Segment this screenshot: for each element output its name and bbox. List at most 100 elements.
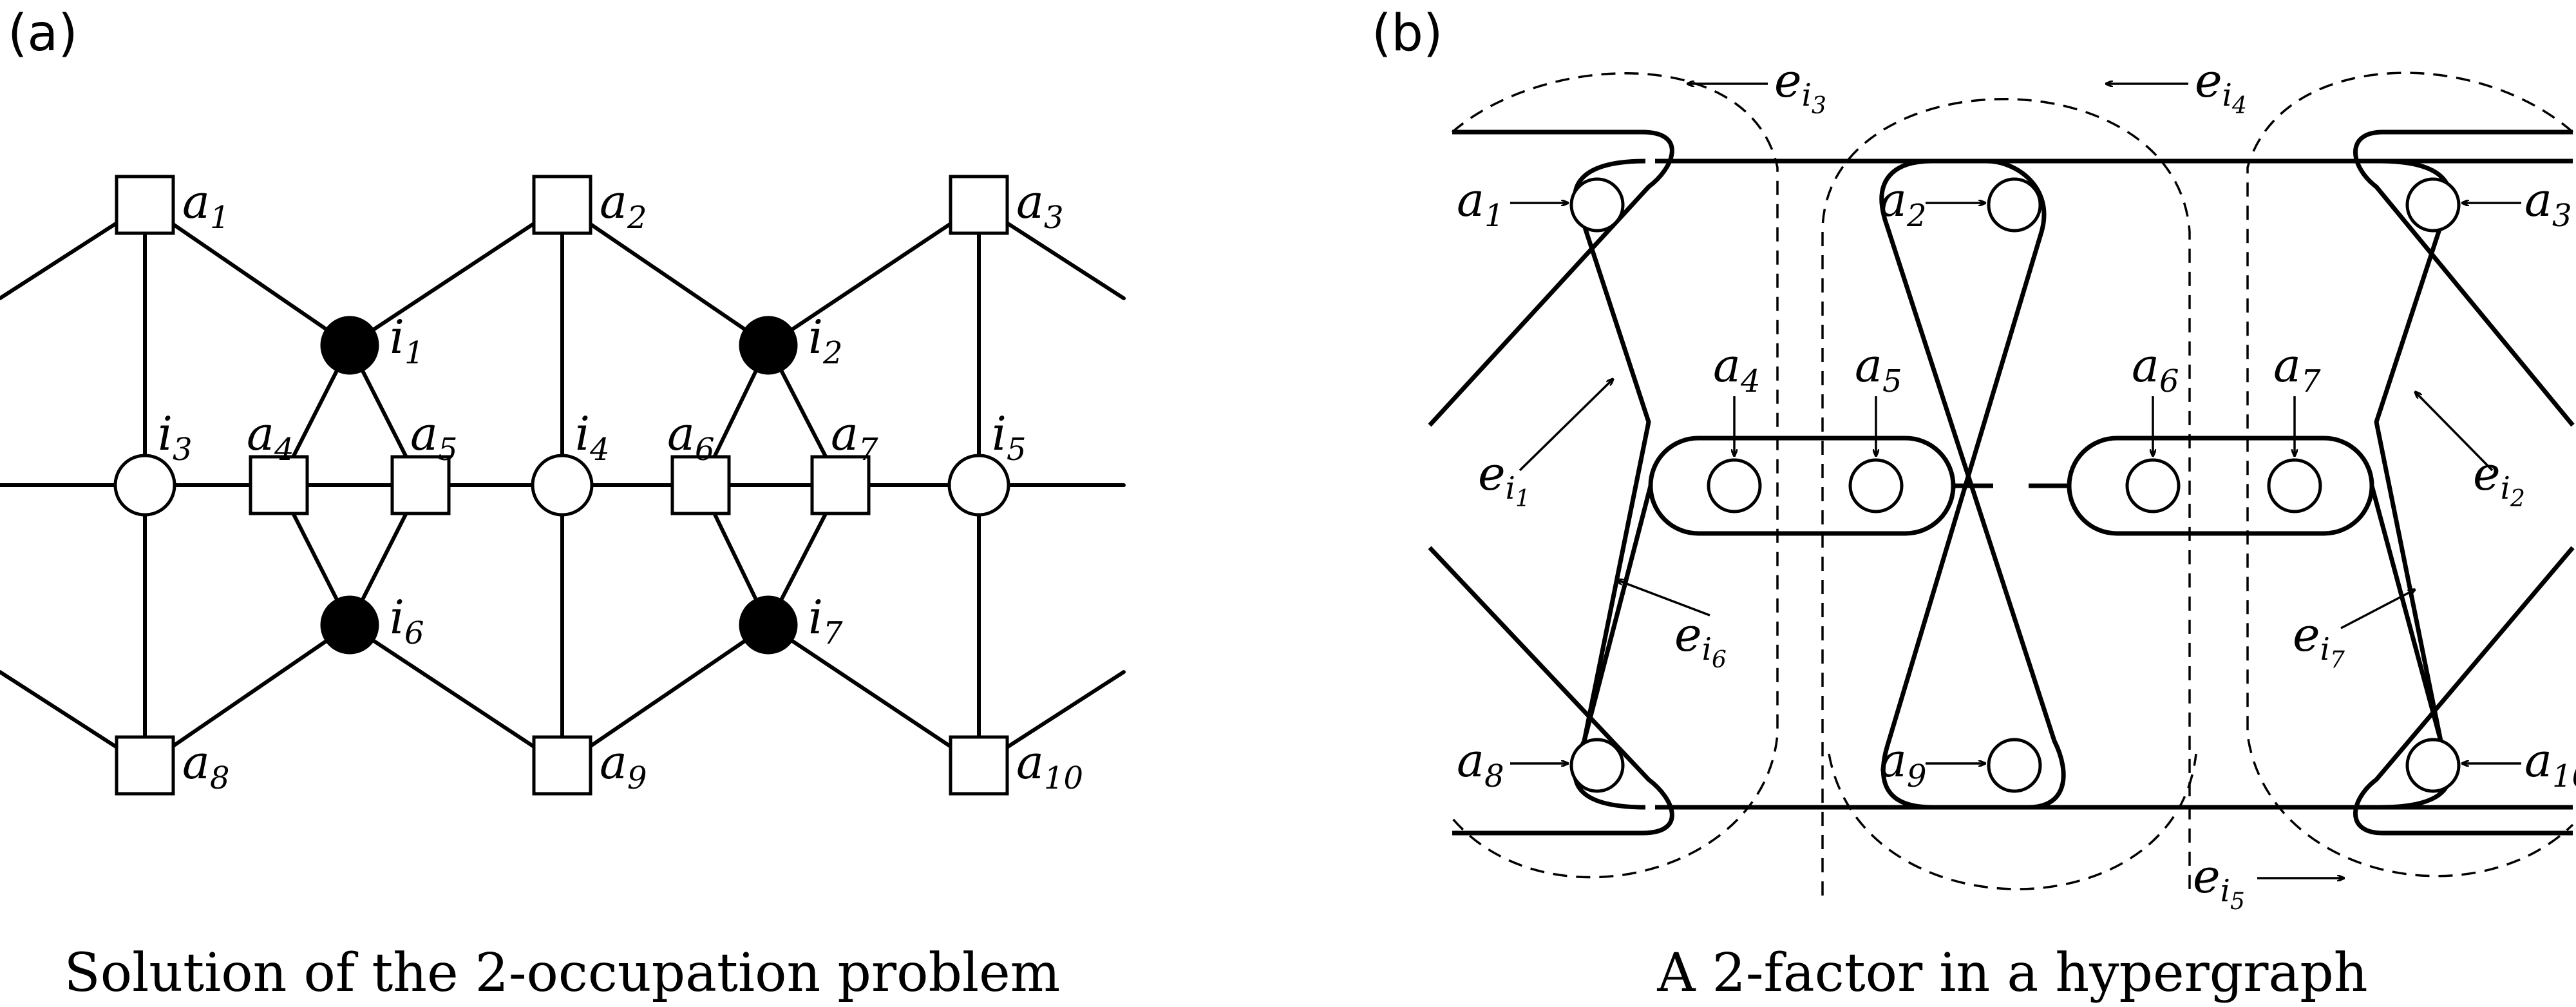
hyperedge-dashed — [1821, 98, 2191, 896]
vertex-circle — [2405, 738, 2461, 793]
left-caption: Solution of the 2-occupation problem — [64, 943, 1061, 1004]
arrow — [2415, 392, 2494, 472]
vertex-label: a1 — [1457, 173, 1504, 234]
node-label: i7 — [808, 590, 843, 651]
vertex-labels: a1 a2 a3 a4 a5 a6 a7 a8 a9 a10 — [1457, 173, 2576, 794]
square-node — [249, 455, 309, 515]
square-node — [532, 175, 592, 235]
node-label: a10 — [1016, 735, 1083, 796]
vertex-circle — [2125, 458, 2181, 513]
square-node — [115, 735, 175, 796]
hyperedge-line — [1582, 485, 1653, 742]
vertex-label: a7 — [2273, 338, 2321, 399]
open-node — [531, 454, 594, 517]
filled-node — [320, 316, 379, 375]
hyperedge-label: ei6 — [1674, 608, 1727, 673]
hyperedge-label: ei1 — [1478, 446, 1530, 512]
square-node — [532, 735, 592, 796]
vertex-label: a8 — [1457, 733, 1504, 794]
vertex-circle — [1987, 738, 2042, 793]
open-node — [947, 454, 1010, 517]
vertex-arrows — [1510, 84, 2521, 878]
square-node — [115, 175, 175, 235]
vertex-circles — [1569, 177, 2461, 793]
open-nodes — [113, 454, 1010, 517]
square-node-labels: a1 a2 a3 a4 a5 a6 a7 a8 a9 a10 — [182, 175, 1083, 796]
vertex-circle — [1569, 177, 1625, 233]
solid-curves — [1428, 129, 2575, 836]
square-node — [390, 455, 451, 515]
square-node — [810, 455, 871, 515]
filled-node — [739, 595, 798, 655]
panel-a-label: (a) — [8, 5, 78, 62]
hyperedge-loop — [2374, 158, 2452, 810]
hyperedge-line — [2353, 129, 2575, 427]
capsule — [1648, 436, 1956, 536]
filled-nodes — [320, 316, 798, 655]
hyperedge-line — [2353, 546, 2575, 836]
filled-node-labels: i1 i2 i6 i7 — [390, 310, 843, 651]
node-label: i3 — [158, 407, 193, 468]
node-label: a2 — [600, 175, 647, 236]
node-label: a8 — [182, 735, 229, 796]
graph-edge — [766, 623, 981, 767]
hyperedge-label: ei2 — [2473, 446, 2525, 512]
node-label: i6 — [390, 590, 424, 651]
node-label: a9 — [600, 735, 647, 796]
square-node — [949, 175, 1009, 235]
vertex-circle — [1569, 738, 1625, 793]
graph-edge — [766, 203, 981, 347]
square-node — [670, 455, 731, 515]
node-label: i2 — [808, 310, 843, 371]
hyperedge-loop — [1879, 158, 2066, 810]
hyperedge-line — [1428, 129, 1674, 427]
hypergraph: a1 a2 a3 a4 a5 a6 a7 a8 a9 a10 ei3 ei4 e… — [1428, 53, 2576, 1004]
capsule — [2067, 436, 2374, 536]
graph-edge — [348, 203, 564, 347]
vertex-label: a4 — [1713, 338, 1760, 399]
vertex-label: a3 — [2524, 173, 2571, 234]
node-label: a4 — [247, 407, 294, 468]
graph-edge — [348, 623, 564, 767]
node-label: i1 — [390, 310, 424, 371]
panel-b-label: (b) — [1372, 5, 1443, 62]
right-caption: A 2-factor in a hypergraph — [1656, 943, 2367, 1004]
graph-edge — [560, 203, 770, 347]
node-label: i4 — [575, 407, 610, 468]
graph-edge — [143, 203, 352, 347]
occupation-graph: a1 a2 a3 a4 a5 a6 a7 a8 a9 a10 i1 i2 i6 … — [0, 175, 1126, 1004]
vertex-label: a9 — [1879, 733, 1926, 794]
dashed-hyperedges — [1451, 72, 2574, 896]
vertex-label: a10 — [2524, 733, 2576, 794]
vertex-circle — [2267, 458, 2322, 513]
vertex-circle — [1987, 177, 2042, 233]
filled-node — [739, 316, 798, 375]
graph-edge — [560, 623, 770, 767]
hyperedge-line — [1428, 546, 1674, 836]
vertex-label: a6 — [2132, 338, 2179, 399]
node-label: a6 — [667, 407, 714, 468]
hyperedge-labels: ei3 ei4 ei1 ei2 ei6 ei7 ei5 — [1478, 53, 2525, 915]
node-label: a5 — [410, 407, 457, 468]
vertex-circle — [1707, 458, 1762, 513]
vertex-circle — [1848, 458, 1904, 513]
open-node — [113, 454, 176, 517]
hyperedge-label: ei5 — [2193, 849, 2245, 915]
open-node-labels: i3 i4 i5 — [158, 407, 1027, 468]
node-label: a3 — [1016, 175, 1063, 236]
hyperedge-label: ei4 — [2195, 53, 2247, 119]
node-label: a1 — [182, 175, 229, 236]
arrow — [2340, 590, 2415, 629]
vertex-label: a2 — [1879, 173, 1926, 234]
vertex-circle — [2405, 177, 2461, 233]
filled-node — [320, 595, 379, 655]
arrow — [1519, 379, 1613, 472]
square-nodes — [115, 175, 1009, 796]
hyperedge-label: ei3 — [1774, 53, 1826, 119]
graph-edge — [143, 623, 352, 767]
hyperedge-dashed — [1828, 753, 2197, 890]
node-label: a7 — [831, 407, 878, 468]
arrow — [1616, 580, 1710, 617]
